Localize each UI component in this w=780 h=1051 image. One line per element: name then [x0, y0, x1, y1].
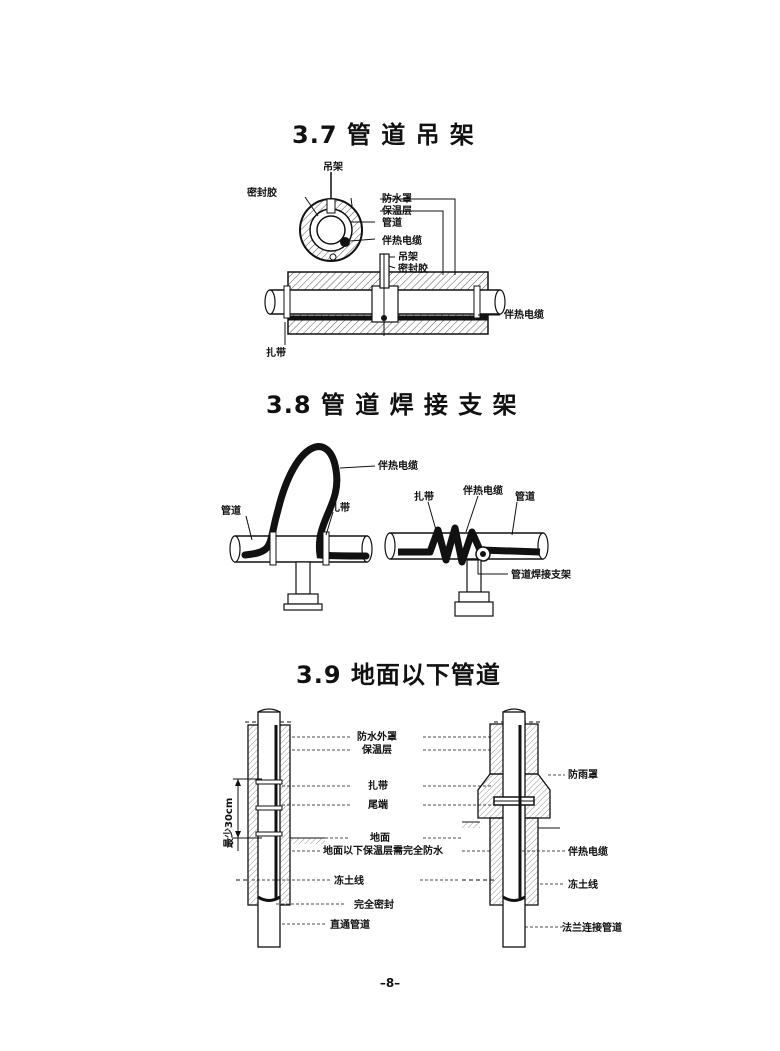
section-title-3-9: 3.9 地面以下管道 [296, 661, 501, 689]
welded-support-left [229, 443, 373, 611]
label-strap: 扎带 [266, 346, 286, 359]
label-heat-cable-3-8: 伴热电缆 [377, 459, 418, 472]
label-strap-right: 扎带 [414, 490, 434, 503]
label-waterproof-outer: 防水外罩 [357, 730, 397, 743]
label-hanger-top: 吊架 [323, 160, 343, 173]
section-title-3-7: 3.7 管 道 吊 架 [292, 121, 475, 149]
label-frost-line-right: 冻土线 [568, 878, 598, 891]
label-welded-support: 管道焊接支架 [511, 568, 571, 581]
welded-support-right [384, 524, 549, 617]
label-pipe: 管道 [382, 216, 402, 229]
diagram-welded-support: 伴热电缆 管道 扎带 扎带 伴热电缆 管道 管道焊接支架 [221, 443, 571, 617]
label-straight-pipe: 直通管道 [330, 918, 370, 931]
flange-pipe-assembly [462, 708, 560, 948]
label-insulation: 保温层 [381, 204, 412, 217]
label-hanger: 吊架 [398, 250, 418, 263]
straight-pipe-assembly [233, 708, 325, 948]
label-strap-left: 扎带 [330, 501, 350, 514]
label-rain-cover: 防雨罩 [568, 768, 598, 781]
label-heat-cable-2: 伴热电缆 [503, 308, 544, 321]
label-sealant: 密封胶 [247, 186, 277, 199]
label-strap-3-9: 扎带 [368, 779, 388, 792]
label-full-seal: 完全密封 [354, 898, 394, 911]
pipe-cross-section [299, 172, 363, 262]
leader-lines-3-9 [252, 736, 565, 928]
label-heat-cable-3-9: 伴热电缆 [567, 845, 608, 858]
label-frost-line: 冻土线 [334, 874, 364, 887]
label-min-30cm: 最少30cm [222, 798, 235, 848]
label-heat-cable: 伴热电缆 [381, 234, 422, 247]
section-title-3-8: 3.8 管 道 焊 接 支 架 [266, 391, 518, 419]
label-pipe-left: 管道 [221, 504, 241, 517]
label-insulation-3-9: 保温层 [361, 743, 392, 756]
diagram-below-ground: 防水外罩 保温层 扎带 尾端 地面 地面以下保温层需完全防水 冻土线 完全密封 … [222, 708, 622, 948]
insulated-pipe-side [264, 253, 506, 336]
label-below-ground-waterproof: 地面以下保温层需完全防水 [323, 844, 444, 857]
label-flange-pipe: 法兰连接管道 [562, 921, 622, 934]
leader-lines-3-8 [245, 465, 518, 575]
leader-lines-3-7 [284, 196, 500, 345]
label-sealant-2: 密封胶 [398, 262, 428, 275]
label-heat-cable-right: 伴热电缆 [462, 484, 503, 497]
label-ground: 地面 [370, 831, 390, 844]
page-number: –8– [379, 976, 401, 990]
label-pipe-right: 管道 [515, 490, 535, 503]
label-waterproof-cover: 防水罩 [382, 192, 412, 205]
diagram-pipe-hanger: 吊架 密封胶 防水罩 保温层 管道 伴热电缆 吊架 密封胶 伴热电缆 扎带 [247, 160, 544, 359]
label-tail-end: 尾端 [368, 798, 388, 811]
